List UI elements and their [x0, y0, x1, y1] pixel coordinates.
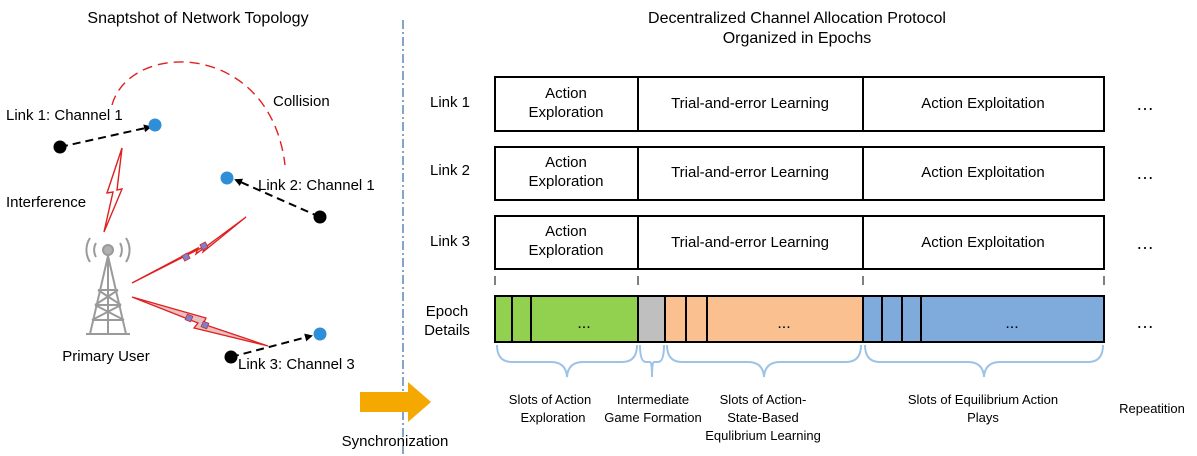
- exploration-label: Action: [545, 85, 587, 102]
- equilibrium-slots: [862, 295, 1105, 343]
- equilibrium-caption: Plays: [967, 410, 999, 425]
- exploration-label: Exploration: [528, 104, 603, 121]
- sync-label: Synchronization: [342, 433, 449, 450]
- exploration-label: Exploration: [528, 173, 603, 190]
- learning-label: Trial-and-error Learning: [671, 164, 829, 181]
- protocol-title-line1: Decentralized Channel Allocation Protoco…: [648, 10, 946, 27]
- learning-label: Trial-and-error Learning: [671, 95, 829, 112]
- row-ellipsis: …: [1136, 233, 1154, 253]
- intermediate-brace: [639, 344, 665, 378]
- learning-slots: [664, 295, 864, 343]
- link2-tx-node: [313, 210, 327, 224]
- intermediate-slot: [637, 295, 666, 343]
- link-row: Link 1 Action Exploration Trial-and-erro…: [430, 76, 1154, 132]
- repetition-caption: Repeatition: [1119, 401, 1185, 416]
- exploitation-phase-box: [862, 215, 1105, 270]
- link1-label: Link 1: Channel 1: [6, 107, 123, 124]
- exploration-slots: [494, 295, 639, 343]
- learning-caption: Slots of Action-: [720, 392, 807, 407]
- topology-title: Snaptshot of Network Topology: [87, 10, 308, 27]
- learning-label: Trial-and-error Learning: [671, 234, 829, 251]
- link2-arrow: [234, 178, 321, 218]
- exploration-phase-box: [494, 146, 639, 201]
- link2-rx-node: [220, 171, 234, 185]
- epoch-label: Details: [424, 322, 470, 339]
- exploration-label: Action: [545, 223, 587, 240]
- row-ellipsis: …: [1136, 163, 1154, 183]
- learning-phase-box: [637, 146, 864, 201]
- exploitation-phase-box: [862, 76, 1105, 132]
- intermediate-caption: Intermediate: [617, 392, 689, 407]
- epoch-dots: ...: [577, 315, 590, 332]
- intermediate-caption: Game Formation: [604, 410, 702, 425]
- exploration-brace: [496, 344, 638, 378]
- link1-tx-node: [53, 140, 67, 154]
- epoch-dots: ...: [1005, 315, 1018, 332]
- row-label: Link 3: [430, 233, 470, 250]
- phase-ticks: [494, 276, 1105, 285]
- link1-arrow: [59, 124, 152, 148]
- exploitation-phase-box: [862, 146, 1105, 201]
- epoch-details-bar: [494, 295, 1105, 343]
- link3-arrow: [230, 333, 313, 358]
- brace-group: [496, 344, 1104, 378]
- link-row: Link 2 Action Exploration Trial-and-erro…: [430, 146, 1154, 201]
- learning-caption: State-Based: [727, 410, 799, 425]
- exploitation-label: Action Exploitation: [921, 164, 1044, 181]
- exploration-caption: Exploration: [520, 410, 585, 425]
- exploration-caption: Slots of Action: [509, 392, 591, 407]
- equilibrium-caption: Slots of Equilibrium Action: [908, 392, 1058, 407]
- learning-phase-box: [637, 215, 864, 270]
- lightning-bolt-icon: [131, 296, 269, 347]
- protocol-title-line2: Organized in Epochs: [723, 30, 872, 47]
- exploitation-label: Action Exploitation: [921, 234, 1044, 251]
- lightning-bolt-icon: [103, 147, 124, 233]
- link3-tx-node: [224, 350, 238, 364]
- learning-caption: Equlibrium Learning: [705, 428, 821, 443]
- exploration-label: Action: [545, 154, 587, 171]
- epoch-ellipsis: …: [1136, 312, 1154, 332]
- link3-label: Link 3: Channel 3: [238, 356, 355, 373]
- learning-phase-box: [637, 76, 864, 132]
- link2-label: Link 2: Channel 1: [258, 177, 375, 194]
- exploration-phase-box: [494, 215, 639, 270]
- exploitation-label: Action Exploitation: [921, 95, 1044, 112]
- row-ellipsis: …: [1136, 94, 1154, 114]
- link3-rx-node: [313, 327, 327, 341]
- learning-brace: [666, 344, 862, 378]
- interference-label: Interference: [6, 194, 86, 211]
- link1-rx-node: [148, 118, 162, 132]
- antenna-tower-icon: [85, 237, 131, 335]
- row-label: Link 1: [430, 94, 470, 111]
- link-row: Link 3 Action Exploration Trial-and-erro…: [430, 215, 1154, 270]
- lightning-bolt-icon: [131, 216, 247, 284]
- collision-label: Collision: [273, 93, 330, 110]
- primary-user-label: Primary User: [62, 348, 150, 365]
- row-label: Link 2: [430, 162, 470, 179]
- sync-arrow-icon: [360, 382, 431, 422]
- epoch-dots: ...: [777, 315, 790, 332]
- collision-arc: [111, 61, 286, 166]
- exploration-label: Exploration: [528, 242, 603, 259]
- epoch-label: Epoch: [426, 303, 469, 320]
- equilibrium-brace: [864, 344, 1104, 378]
